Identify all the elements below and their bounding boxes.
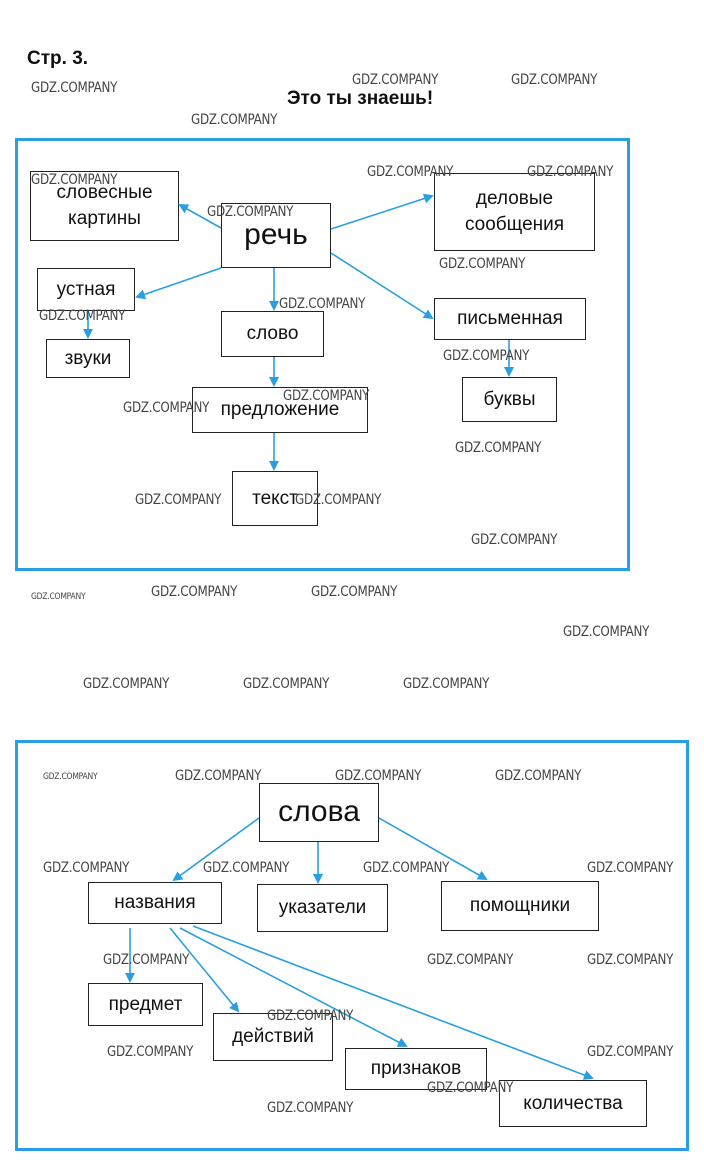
node-verbal-pictures: словесные картины [30, 171, 179, 241]
watermark: GDZ.COMPANY [587, 860, 674, 876]
node-object: предмет [88, 983, 203, 1026]
watermark: GDZ.COMPANY [175, 768, 262, 784]
node-attributes: признаков [345, 1048, 487, 1090]
watermark: GDZ.COMPANY [587, 952, 674, 968]
watermark: GDZ.COMPANY [31, 592, 86, 602]
page-label: Стр. 3. [27, 48, 89, 69]
watermark: GDZ.COMPANY [203, 860, 290, 876]
watermark: GDZ.COMPANY [587, 1044, 674, 1060]
node-pointers: указатели [257, 884, 388, 932]
node-letters: буквы [462, 377, 557, 422]
arrow-words-to-names [172, 817, 260, 882]
watermark: GDZ.COMPANY [267, 1100, 354, 1116]
watermark: GDZ.COMPANY [31, 172, 118, 188]
watermark: GDZ.COMPANY [352, 72, 439, 88]
watermark: GDZ.COMPANY [151, 584, 238, 600]
watermark: GDZ.COMPANY [39, 308, 126, 324]
watermark: GDZ.COMPANY [43, 772, 98, 782]
watermark: GDZ.COMPANY [367, 164, 454, 180]
node-sounds: звуки [46, 339, 130, 378]
watermark: GDZ.COMPANY [427, 1080, 514, 1096]
arrow-speech-to-business-messages [330, 193, 434, 230]
watermark: GDZ.COMPANY [511, 72, 598, 88]
node-oral: устная [37, 268, 135, 311]
watermark: GDZ.COMPANY [563, 624, 650, 640]
arrow-names-to-attributes [179, 927, 408, 1047]
watermark: GDZ.COMPANY [311, 584, 398, 600]
watermark: GDZ.COMPANY [135, 492, 222, 508]
words-diagram-frame [15, 740, 689, 1151]
node-words: слова [259, 783, 379, 842]
watermark: GDZ.COMPANY [283, 388, 370, 404]
arrow-names-to-quantity [192, 925, 594, 1080]
node-word: слово [221, 311, 324, 357]
watermark: GDZ.COMPANY [83, 676, 170, 692]
node-names: названия [88, 882, 222, 924]
watermark: GDZ.COMPANY [295, 492, 382, 508]
node-speech: речь [221, 203, 331, 268]
watermark: GDZ.COMPANY [403, 676, 490, 692]
watermark: GDZ.COMPANY [243, 676, 330, 692]
node-business-messages: деловые сообщения [434, 173, 595, 251]
arrow-speech-to-written [330, 252, 434, 320]
arrow-words-to-helpers [378, 817, 488, 880]
arrow-speech-to-verbal-pictures [178, 204, 222, 229]
watermark: GDZ.COMPANY [363, 860, 450, 876]
watermark: GDZ.COMPANY [43, 860, 130, 876]
arrow-names-to-actions [169, 927, 240, 1013]
watermark: GDZ.COMPANY [455, 440, 542, 456]
watermark: GDZ.COMPANY [471, 532, 558, 548]
watermark: GDZ.COMPANY [103, 952, 190, 968]
arrow-speech-to-oral [135, 267, 222, 300]
node-text: текст [232, 471, 318, 526]
watermark: GDZ.COMPANY [427, 952, 514, 968]
diagram-subtitle: Это ты знаешь! [287, 88, 434, 109]
watermark: GDZ.COMPANY [267, 1008, 354, 1024]
watermark: GDZ.COMPANY [31, 80, 118, 96]
watermark: GDZ.COMPANY [279, 296, 366, 312]
watermark: GDZ.COMPANY [123, 400, 210, 416]
watermark: GDZ.COMPANY [335, 768, 422, 784]
speech-diagram-frame [15, 138, 630, 571]
node-helpers: помощники [441, 881, 599, 931]
watermark: GDZ.COMPANY [107, 1044, 194, 1060]
watermark: GDZ.COMPANY [527, 164, 614, 180]
watermark: GDZ.COMPANY [443, 348, 530, 364]
node-actions: действий [213, 1013, 333, 1061]
watermark: GDZ.COMPANY [495, 768, 582, 784]
watermark: GDZ.COMPANY [191, 112, 278, 128]
node-sentence: предложение [192, 387, 368, 433]
node-written: письменная [434, 298, 586, 340]
watermark: GDZ.COMPANY [439, 256, 526, 272]
node-quantity: количества [499, 1080, 647, 1127]
watermark: GDZ.COMPANY [207, 204, 294, 220]
